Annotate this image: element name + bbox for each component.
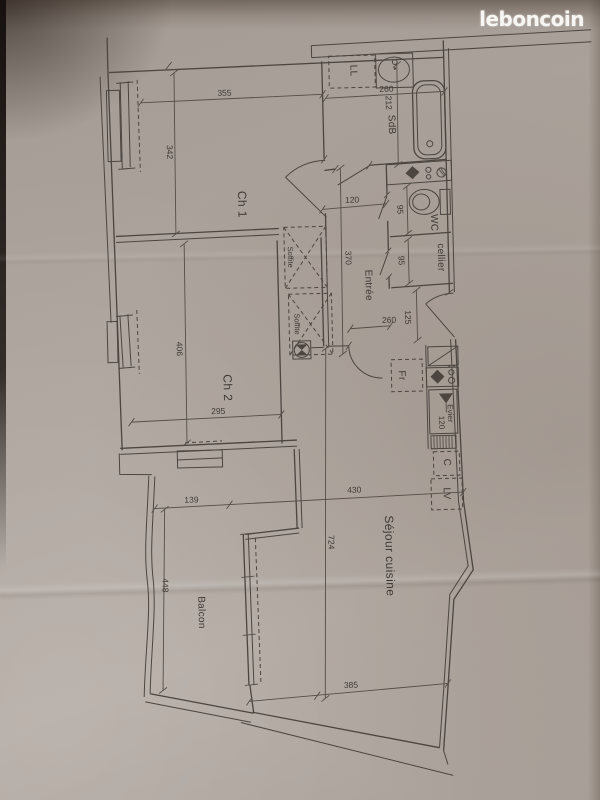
photo-edge-left <box>0 0 6 570</box>
floor-plan: Ch 1 Ch 2 SdB WC cellier Entrée Séjour c… <box>99 29 592 776</box>
door-entrance <box>425 292 455 338</box>
washing-machine-box <box>328 54 376 89</box>
label-ch2: Ch 2 <box>220 374 235 401</box>
dim-355: 355 <box>217 88 232 98</box>
label-cellier: cellier <box>435 243 447 272</box>
dimension-ticks <box>128 61 467 706</box>
oven-icon <box>427 345 459 367</box>
dim-125: 125 <box>403 310 413 325</box>
window-ch2-south <box>176 440 224 469</box>
cooker-box <box>432 450 461 477</box>
door-wc <box>378 195 388 220</box>
door-sejour <box>328 345 383 379</box>
label-fridge: Fr <box>396 370 407 381</box>
label-soffite-1: Soffite <box>286 247 296 268</box>
dim-95-cellier: 95 <box>397 256 407 266</box>
door-sdb <box>337 164 371 186</box>
bathtub-icon <box>411 79 447 160</box>
label-wc: WC <box>428 214 439 232</box>
label-entree: Entrée <box>362 270 374 302</box>
dim-385: 385 <box>344 680 359 690</box>
dim-260-entree: 260 <box>382 315 397 325</box>
cooktop-icon <box>425 366 460 388</box>
dim-430: 430 <box>347 485 362 495</box>
soffite-closet-2 <box>287 292 334 356</box>
label-washing-machine: LL <box>347 65 358 77</box>
photo-shadow-right <box>588 0 600 800</box>
photo-shadow-corner <box>0 0 170 140</box>
window-ch1 <box>105 79 141 172</box>
label-evier: Evier <box>446 404 455 423</box>
label-dishwasher: LV <box>441 487 452 499</box>
fridge-box <box>390 358 424 393</box>
label-soffite-2: Soffite <box>292 313 302 334</box>
dim-342: 342 <box>165 145 175 160</box>
dim-295: 295 <box>211 406 226 416</box>
toilet-icon <box>408 188 452 216</box>
balcony-walls <box>118 449 303 723</box>
label-cooker: C <box>441 459 452 467</box>
leboncoin-logo: leboncoin <box>479 7 584 31</box>
label-sdb: SdB <box>386 115 397 135</box>
dim-260-sdb: 260 <box>379 84 394 94</box>
sink-icon <box>428 388 459 435</box>
door-ch1 <box>285 159 327 218</box>
dim-406: 406 <box>175 342 185 357</box>
label-sejour: Séjour cuisine <box>382 515 398 596</box>
dim-95-wc: 95 <box>395 205 405 215</box>
dim-120-entree: 120 <box>345 194 360 204</box>
window-ch2 <box>106 309 140 374</box>
label-ch1: Ch 1 <box>235 191 250 218</box>
label-balcon: Balcon <box>195 596 207 629</box>
door-cellier <box>379 251 389 276</box>
vanity-counter-icon <box>385 159 453 186</box>
dim-139: 139 <box>184 495 199 505</box>
dimension-lines <box>131 64 464 702</box>
corridor-band <box>310 29 592 59</box>
outer-walls <box>99 37 474 776</box>
dim-evier-120: 120 <box>437 416 446 430</box>
kitchen-fixtures <box>390 344 464 511</box>
dim-212: 212 <box>384 96 394 111</box>
dishwasher-box <box>430 477 464 511</box>
dim-448: 448 <box>160 578 170 593</box>
drainer-icon <box>430 434 457 450</box>
dim-370: 370 <box>343 251 353 266</box>
duct-column-symbol <box>292 340 312 360</box>
washbasin-icon <box>375 52 414 89</box>
dim-724: 724 <box>326 535 336 550</box>
soffite-closet-1 <box>283 225 328 289</box>
